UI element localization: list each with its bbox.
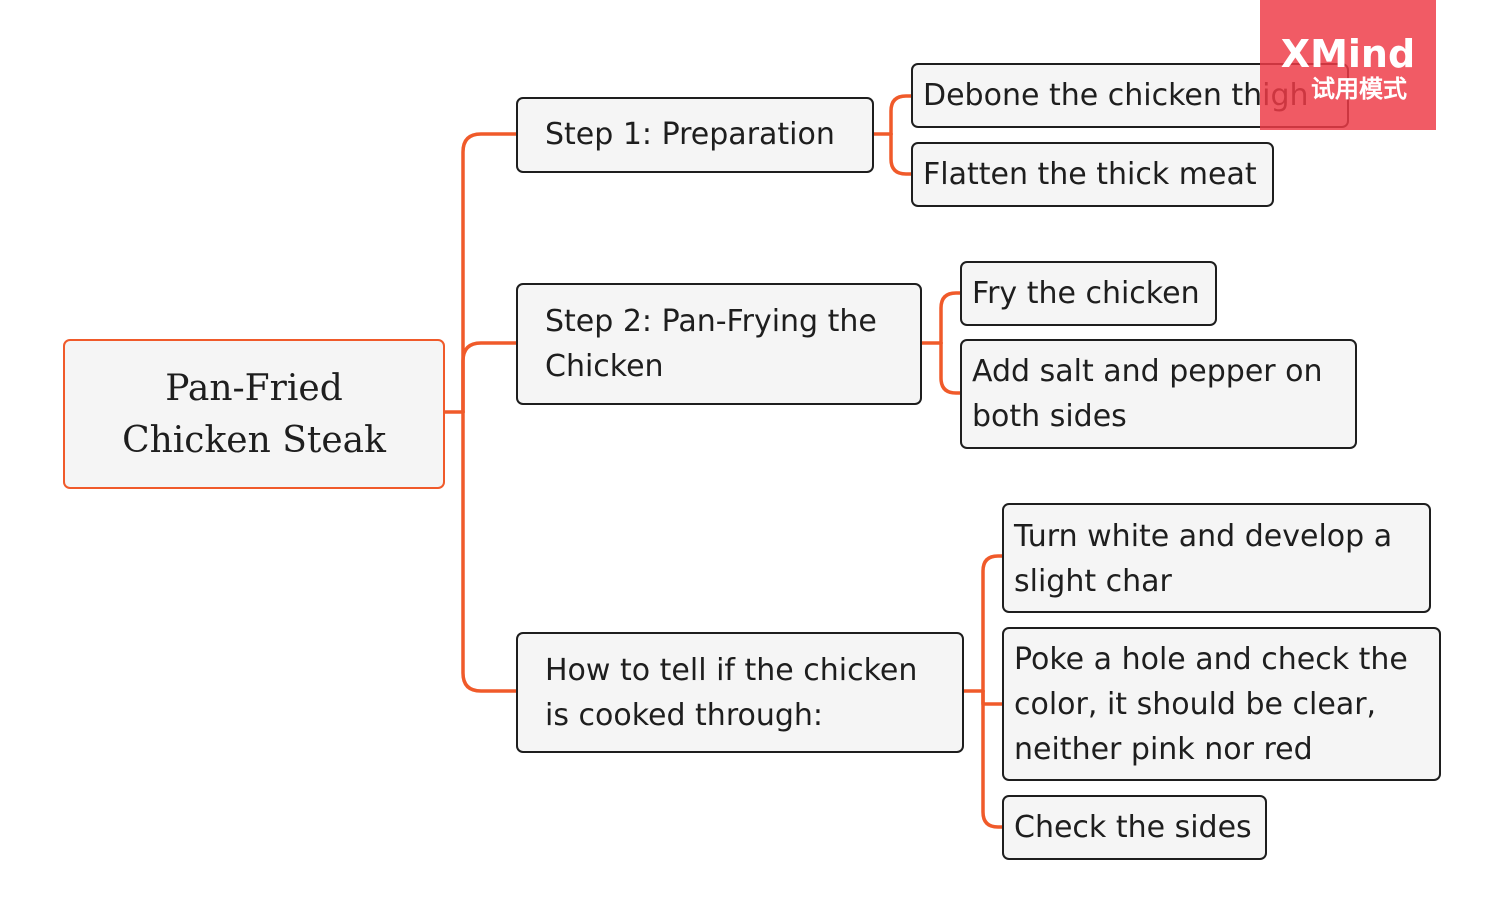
topic-doneness-check[interactable]: How to tell if the chicken is cooked thr…: [516, 632, 964, 753]
watermark-brand: XMind: [1280, 32, 1416, 76]
subtopic-turn-white[interactable]: Turn white and develop a slight char: [1002, 503, 1431, 613]
topic-label: Step 2: Pan-Frying the Chicken: [545, 304, 877, 384]
topic-step-2-pan-frying[interactable]: Step 2: Pan-Frying the Chicken: [516, 283, 922, 405]
connector-step3-sides: [981, 689, 1004, 829]
watermark-mode: 试用模式: [1311, 75, 1407, 103]
trial-watermark: XMind 试用模式: [1260, 0, 1436, 130]
central-topic-label: Pan-Fried Chicken Steak: [122, 368, 386, 461]
subtopic-check-sides[interactable]: Check the sides: [1002, 795, 1267, 860]
subtopic-season[interactable]: Add salt and pepper on both sides: [960, 339, 1357, 449]
connector-step1-debone: [889, 94, 913, 136]
topic-label: Step 1: Preparation: [545, 117, 835, 152]
connector-root-step2: [461, 341, 518, 414]
topic-label: How to tell if the chicken is cooked thr…: [545, 653, 918, 733]
connector-root-step1: [461, 132, 518, 414]
central-topic[interactable]: Pan-Fried Chicken Steak: [63, 339, 445, 489]
subtopic-fry[interactable]: Fry the chicken: [960, 261, 1217, 326]
connector-step1-flatten: [889, 132, 913, 176]
topic-step-1-preparation[interactable]: Step 1: Preparation: [516, 97, 874, 173]
connector-step2-salt: [939, 341, 962, 395]
subtopic-label: Flatten the thick meat: [923, 157, 1257, 192]
connector-root-step3: [461, 410, 518, 693]
subtopic-poke-hole[interactable]: Poke a hole and check the color, it shou…: [1002, 627, 1441, 781]
subtopic-label: Turn white and develop a slight char: [1014, 519, 1393, 599]
subtopic-label: Fry the chicken: [972, 276, 1200, 311]
connector-step2-fry: [939, 291, 962, 345]
subtopic-label: Poke a hole and check the color, it shou…: [1014, 642, 1408, 767]
subtopic-label: Add salt and pepper on both sides: [972, 354, 1323, 434]
connector-step3-white: [981, 554, 1004, 693]
subtopic-flatten[interactable]: Flatten the thick meat: [911, 142, 1274, 207]
subtopic-label: Check the sides: [1014, 810, 1252, 845]
connector-step3-poke: [981, 689, 1004, 706]
